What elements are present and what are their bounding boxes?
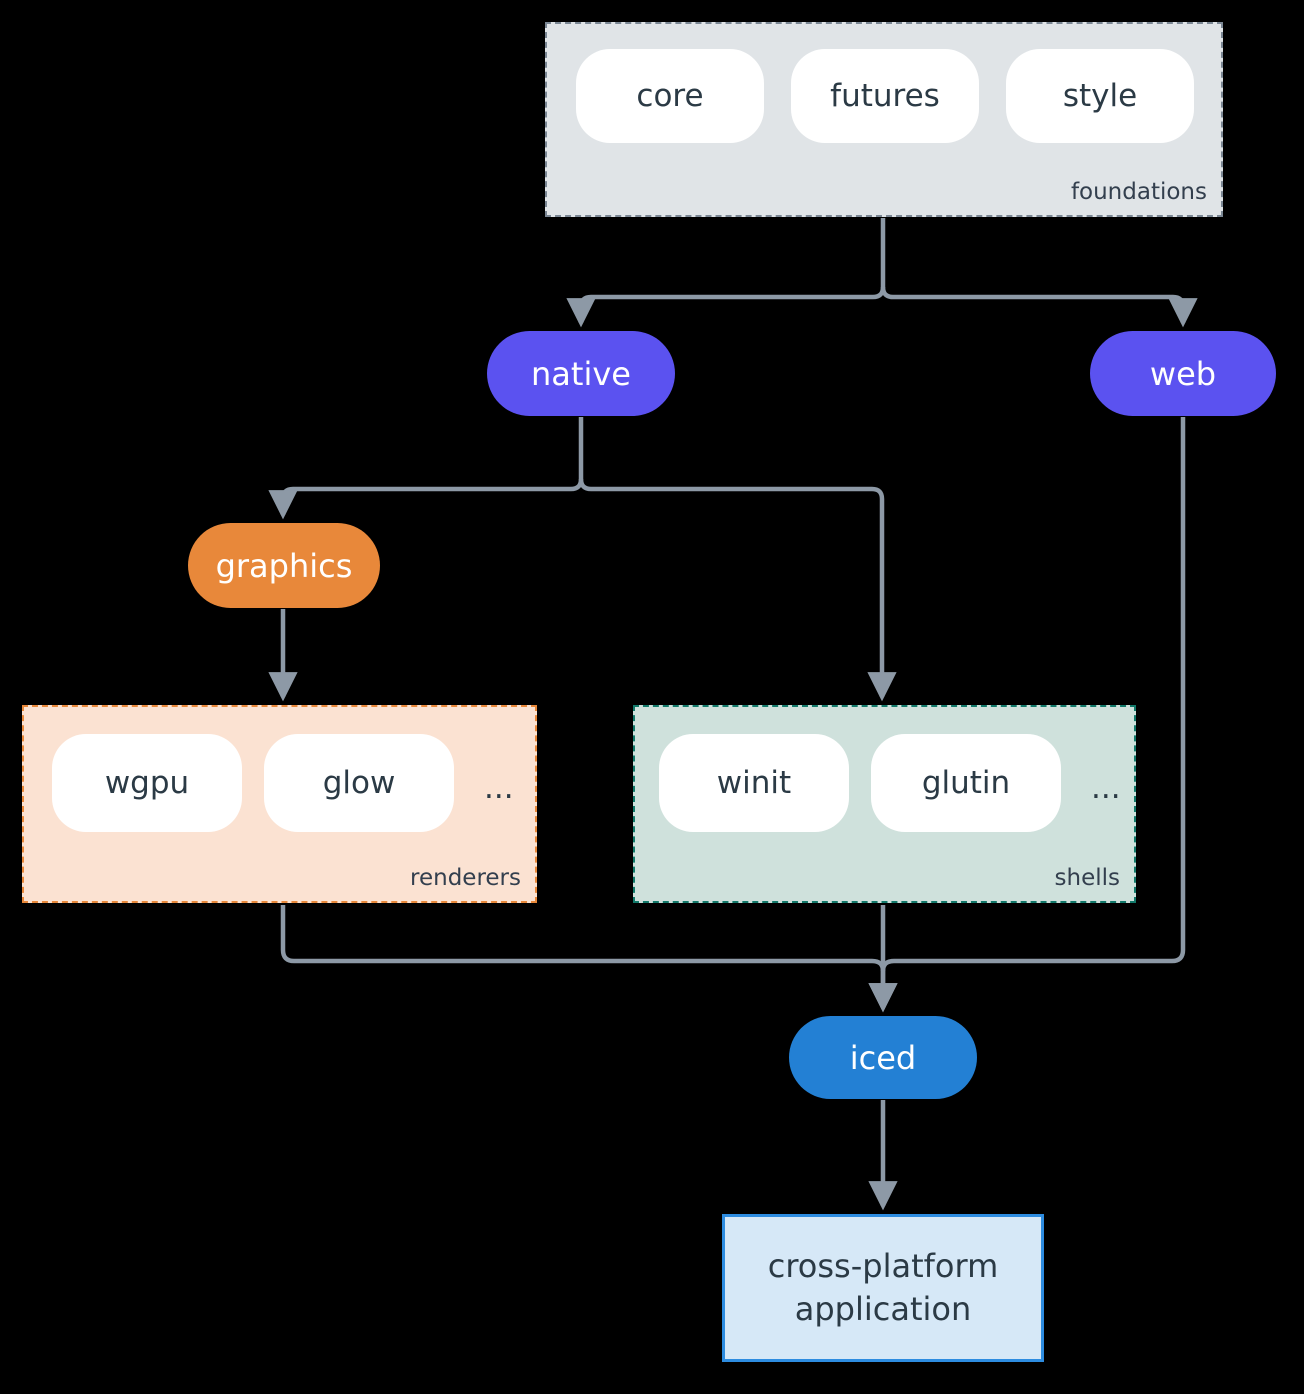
node-glow[interactable]: glow [264,734,454,832]
group-shells: winit glutin ... shells [633,705,1136,903]
shells-ellipsis: ... [1091,769,1121,806]
edge-foundations-web [880,286,1198,328]
node-futures[interactable]: futures [791,49,979,143]
node-style[interactable]: style [1006,49,1194,143]
edge-native-graphics [268,417,584,520]
node-cross-platform-application[interactable]: cross-platform application [722,1214,1044,1362]
application-label-line2: application [794,1290,972,1328]
group-shells-label: shells [1054,865,1120,892]
renderers-ellipsis: ... [484,769,514,806]
node-iced[interactable]: iced [789,1016,977,1099]
node-winit[interactable]: winit [659,734,849,832]
group-foundations-items: core futures style [576,49,1194,143]
group-renderers-items: wgpu glow ... [52,734,522,832]
node-graphics[interactable]: graphics [188,523,380,608]
group-renderers-label: renderers [410,865,521,892]
edge-native-shells [578,478,897,702]
node-glutin[interactable]: glutin [871,734,1061,832]
node-core[interactable]: core [576,49,764,143]
node-native[interactable]: native [487,331,675,416]
group-foundations: core futures style foundations [545,22,1223,217]
edge-renderers-iced [280,905,898,1013]
application-label-line1: cross-platform [767,1246,999,1285]
edge-foundations-native [566,218,886,328]
node-wgpu[interactable]: wgpu [52,734,242,832]
node-web[interactable]: web [1090,331,1276,416]
group-foundations-label: foundations [1070,179,1207,206]
group-shells-items: winit glutin ... [659,734,1129,832]
group-renderers: wgpu glow ... renderers [22,705,537,903]
